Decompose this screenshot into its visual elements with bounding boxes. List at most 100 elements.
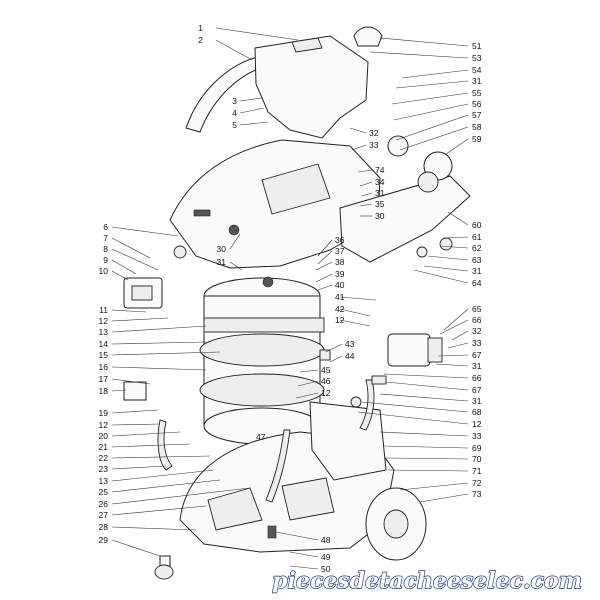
part-label: 53 [472, 53, 482, 63]
part-label: 2 [198, 35, 203, 45]
part-label: 39 [335, 269, 345, 279]
part-label: 6 [103, 222, 108, 232]
boiler [199, 277, 325, 445]
part-label: 44 [345, 351, 355, 361]
part-label: 35 [375, 199, 385, 209]
part-label: 8 [103, 244, 108, 254]
part-label: 13 [99, 476, 109, 486]
part-label: 26 [99, 499, 109, 509]
part-label: 38 [335, 257, 345, 267]
part-label: 63 [472, 255, 482, 265]
knob [353, 26, 383, 47]
part-label: 74 [375, 165, 385, 175]
part-label: 47 [256, 432, 266, 442]
part-label: 14 [99, 339, 109, 349]
part-label: 7 [103, 233, 108, 243]
part-label: 29 [99, 535, 109, 545]
leader-lines [111, 27, 469, 570]
part-label: 42 [335, 304, 345, 314]
part-label: 55 [472, 88, 482, 98]
part-label: 33 [472, 338, 482, 348]
part-label: 16 [99, 362, 109, 372]
labels-left: 1 2 3 4 5 6 7 8 9 10 11 12 13 14 15 16 1… [99, 23, 238, 545]
labels-right: 51 53 54 31 55 56 57 58 59 60 61 62 63 3… [472, 41, 482, 499]
part-label: 65 [472, 304, 482, 314]
part-label: 34 [375, 177, 385, 187]
indicator-block [123, 381, 147, 401]
part-label: 60 [472, 220, 482, 230]
part-label: 51 [472, 41, 482, 51]
part-label: 1 [198, 23, 203, 33]
part-label: 30 [217, 244, 227, 254]
part-label: 70 [472, 454, 482, 464]
part-label: 12 [99, 316, 109, 326]
part-label: 59 [472, 134, 482, 144]
part-label: 58 [472, 122, 482, 132]
castor [154, 555, 174, 580]
part-label: 67 [472, 385, 482, 395]
pump [387, 333, 443, 367]
part-label: 12 [321, 388, 331, 398]
part-label: 31 [472, 266, 482, 276]
water-tank [254, 35, 369, 139]
part-label: 40 [335, 280, 345, 290]
part-label: 21 [99, 442, 109, 452]
part-label: 43 [345, 339, 355, 349]
part-label: 73 [472, 489, 482, 499]
part-label: 57 [472, 110, 482, 120]
part-label: 61 [472, 232, 482, 242]
part-label: 49 [321, 552, 331, 562]
watermark: piecesdetacheeselec.com [272, 568, 582, 594]
handle [185, 55, 267, 133]
part-label: 54 [472, 65, 482, 75]
part-label: 67 [472, 350, 482, 360]
part-label: 31 [472, 396, 482, 406]
part-label: 36 [335, 235, 345, 245]
part-label: 10 [99, 266, 109, 276]
part-label: 66 [472, 373, 482, 383]
part-label: 13 [99, 327, 109, 337]
part-label: 50 [321, 564, 331, 574]
part-label: 64 [472, 278, 482, 288]
part-label: 33 [369, 140, 379, 150]
part-label: 30 [375, 211, 385, 221]
parts-group [123, 26, 471, 580]
part-label: 72 [472, 478, 482, 488]
part-label: 9 [103, 255, 108, 265]
part-label: 5 [232, 120, 237, 130]
part-label: 27 [99, 510, 109, 520]
part-label: 18 [99, 386, 109, 396]
part-label: 28 [99, 522, 109, 532]
part-label: 33 [472, 431, 482, 441]
part-label: 4 [232, 108, 237, 118]
part-label: 37 [335, 246, 345, 256]
part-label: 31 [375, 188, 385, 198]
part-label: 17 [99, 374, 109, 384]
part-label: 11 [99, 305, 108, 315]
part-label: 12 [335, 315, 345, 325]
control-panel [339, 175, 471, 263]
labels-center: 30 31 32 33 74 34 31 35 30 36 37 38 39 4… [217, 128, 385, 574]
part-label: 46 [321, 376, 331, 386]
part-label: 41 [335, 292, 345, 302]
part-label: 31 [217, 257, 227, 267]
part-label: 12 [472, 419, 482, 429]
part-label: 66 [472, 315, 482, 325]
part-label: 25 [99, 487, 109, 497]
part-label: 15 [99, 350, 109, 360]
part-label: 3 [232, 96, 237, 106]
part-label: 31 [472, 76, 482, 86]
wheel [365, 487, 427, 561]
part-label: 22 [99, 453, 109, 463]
part-label: 68 [472, 407, 482, 417]
part-label: 12 [99, 420, 109, 430]
part-label: 19 [99, 408, 109, 418]
part-label: 48 [321, 535, 331, 545]
part-label: 32 [472, 326, 482, 336]
part-label: 62 [472, 243, 482, 253]
part-label: 31 [472, 361, 482, 371]
part-label: 23 [99, 464, 109, 474]
part-label: 32 [369, 128, 379, 138]
part-label: 45 [321, 365, 331, 375]
